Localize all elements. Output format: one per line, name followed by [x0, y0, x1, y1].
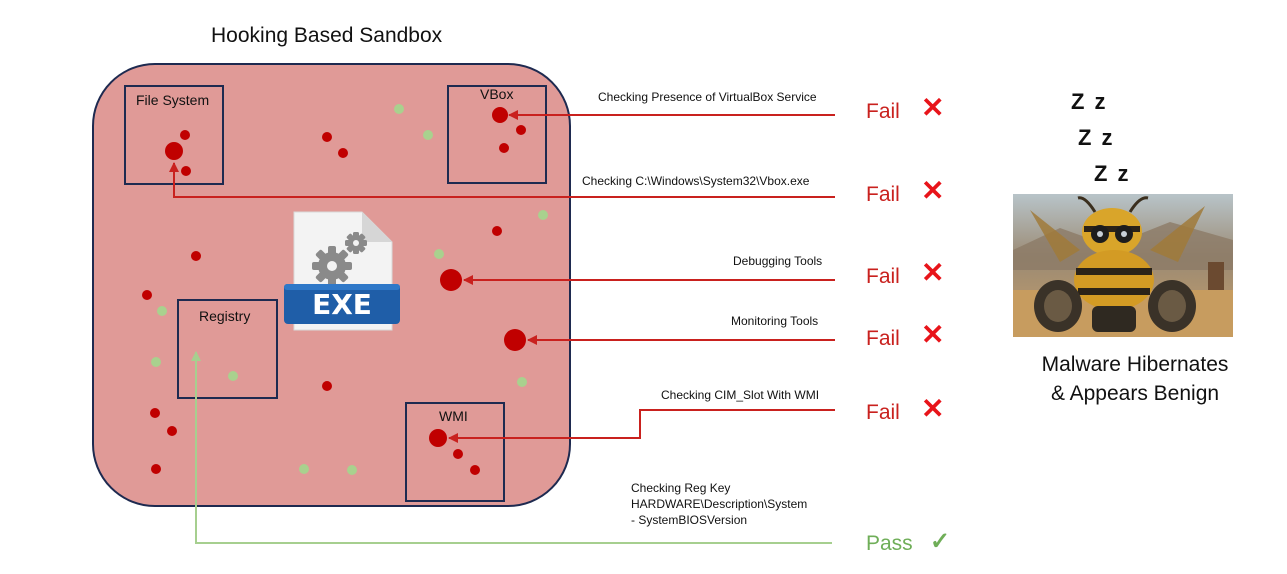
result-vbox-exe: Fail	[866, 183, 900, 206]
result-debugging-tools: Fail	[866, 265, 900, 288]
green-dots	[151, 104, 548, 475]
check-reg-key-line-2: HARDWARE\Description\System	[631, 497, 808, 511]
sleep-z-1: Z z	[1071, 89, 1108, 114]
fail-x-icon: ✕	[921, 257, 945, 288]
vbox-box	[447, 85, 547, 184]
check-vbox-service-label: Checking Presence of VirtualBox Service	[598, 90, 817, 104]
fail-x-icon: ✕	[921, 393, 945, 424]
gear-icon	[312, 232, 367, 286]
result-monitoring-tools: Fail	[866, 327, 900, 350]
fail-x-icon: ✕	[921, 319, 945, 350]
pass-check-icon: ✓	[930, 528, 951, 555]
result-vbox-service: Fail	[866, 100, 900, 123]
registry-box	[177, 299, 278, 399]
check-wmi-label: Checking CIM_Slot With WMI	[661, 388, 820, 402]
robot-bee-image	[1013, 194, 1233, 337]
sleep-z-3: Z z	[1094, 161, 1131, 186]
check-debugging-tools-label: Debugging Tools	[733, 254, 823, 268]
sandbox-title: Hooking Based Sandbox	[211, 24, 443, 47]
exe-file-icon: EXE	[284, 211, 400, 331]
sleep-z-2: Z z	[1078, 125, 1115, 150]
wmi-label: WMI	[439, 408, 468, 424]
result-registry: Pass	[866, 532, 913, 555]
caption-line-2: & Appears Benign	[1050, 382, 1220, 405]
file-system-label: File System	[136, 92, 210, 108]
fail-arrows	[169, 110, 835, 443]
exe-label: EXE	[312, 288, 372, 321]
wmi-box	[405, 402, 505, 502]
check-vbox-exe-label: Checking C:\Windows\System32\Vbox.exe	[582, 174, 810, 188]
red-dots	[142, 107, 526, 475]
check-monitoring-tools-label: Monitoring Tools	[731, 314, 819, 328]
fail-x-icon: ✕	[921, 92, 945, 123]
fail-x-icon: ✕	[921, 175, 945, 206]
registry-label: Registry	[199, 308, 251, 324]
vbox-label: VBox	[480, 86, 514, 102]
caption-line-1: Malware Hibernates	[1041, 353, 1229, 376]
result-wmi: Fail	[866, 401, 900, 424]
check-reg-key-line-3: - SystemBIOSVersion	[631, 513, 748, 527]
arrow-vbox-exe	[169, 162, 835, 198]
check-reg-key-line-1: Checking Reg Key	[631, 481, 731, 495]
arrow-wmi	[448, 409, 835, 443]
arrow-registry-pass	[191, 351, 832, 544]
